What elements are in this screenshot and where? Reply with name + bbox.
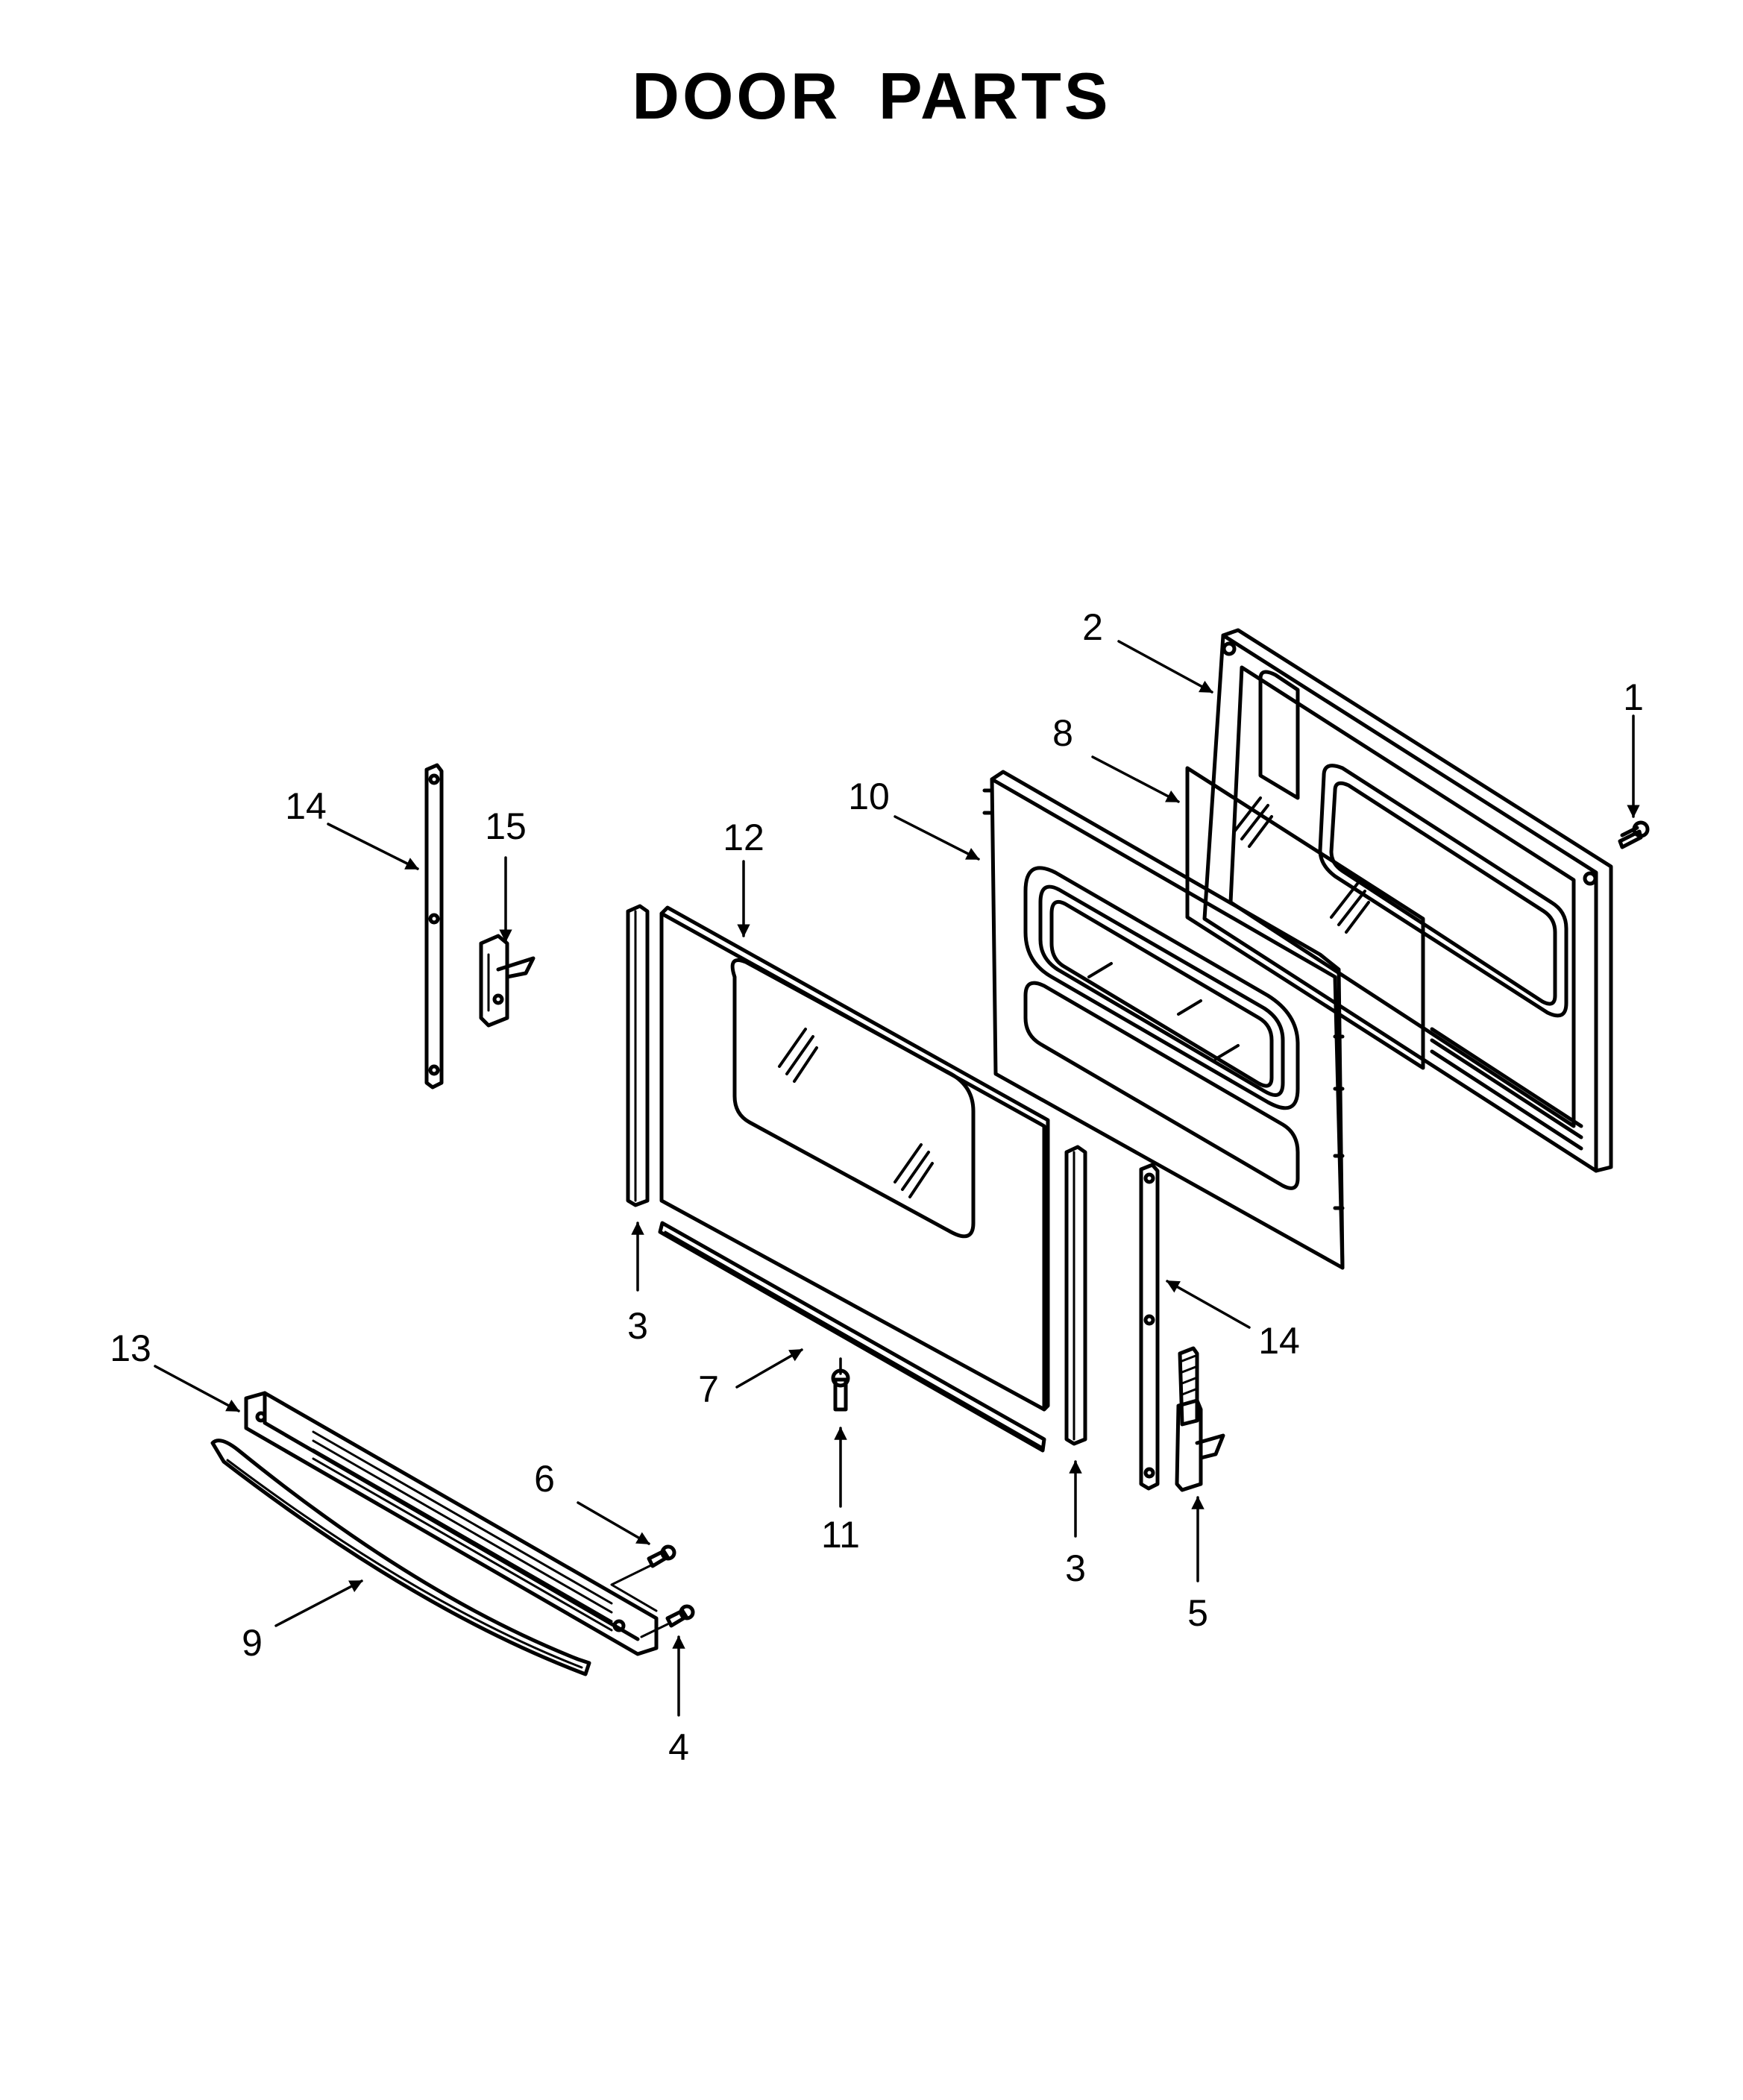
outer-door-glass	[659, 905, 1050, 1412]
leader-4-extension	[640, 1623, 669, 1638]
callout-12: 12	[723, 817, 764, 858]
callout-3b: 3	[1065, 1547, 1086, 1589]
callout-14a: 14	[285, 785, 327, 827]
callout-3a: 3	[627, 1305, 648, 1347]
side-trim-left	[626, 904, 650, 1207]
callout-14b: 14	[1258, 1320, 1300, 1362]
callout-7: 7	[698, 1368, 719, 1410]
door-handle	[210, 1439, 591, 1676]
leader-2	[1117, 640, 1213, 694]
callout-5: 5	[1187, 1592, 1208, 1634]
leader-14b	[1166, 1280, 1251, 1329]
callout-10: 10	[848, 776, 890, 817]
callout-1: 1	[1623, 676, 1644, 718]
door-inner-panel	[1202, 628, 1613, 1173]
inner-glass	[1185, 766, 1425, 1070]
leader-arrows	[154, 640, 1640, 1717]
leader-6	[577, 1501, 650, 1545]
hinge-receiver-left	[424, 763, 444, 1090]
screw-4	[665, 1604, 695, 1628]
leader-10	[894, 815, 980, 861]
screw-6	[647, 1544, 676, 1568]
leader-14a	[327, 823, 419, 870]
page-title: DOOR PARTS	[632, 59, 1111, 133]
callout-15: 15	[485, 805, 527, 847]
leader-6-extension	[610, 1563, 658, 1612]
door-hinge-15	[479, 934, 536, 1028]
callout-4: 4	[668, 1726, 689, 1768]
leader-9	[274, 1579, 363, 1627]
callout-11: 11	[821, 1514, 860, 1556]
side-trim-right	[1064, 1145, 1087, 1446]
leader-13	[154, 1365, 240, 1412]
callout-13: 13	[110, 1327, 151, 1369]
door-hinge-5	[1175, 1346, 1225, 1492]
glass-pack-frame	[982, 770, 1345, 1270]
screw-1	[1618, 820, 1650, 849]
bottom-trim	[658, 1221, 1046, 1453]
hinge-receiver-right	[1139, 1163, 1160, 1491]
screw-11	[831, 1368, 850, 1412]
callout-8: 8	[1052, 712, 1073, 754]
callout-2: 2	[1082, 606, 1103, 648]
callout-6: 6	[534, 1458, 555, 1500]
leader-8	[1091, 755, 1180, 803]
leader-7	[735, 1348, 803, 1389]
vent-trim	[244, 1391, 659, 1656]
callout-labels: 1 2 3 3 4 5 6 7 8 9 10 11 12 13 14 14 15	[110, 606, 1644, 1768]
callout-9: 9	[242, 1622, 263, 1664]
